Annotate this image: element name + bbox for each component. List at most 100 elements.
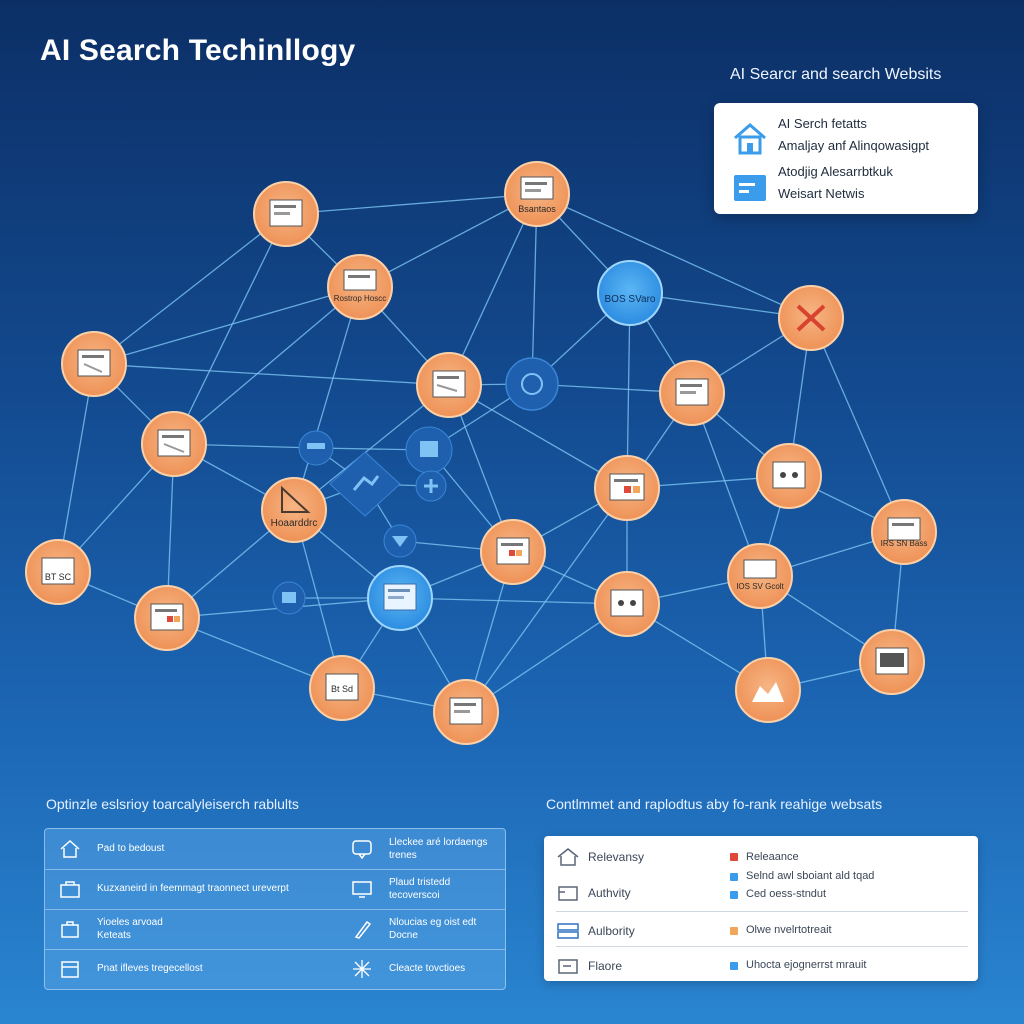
network-edge [285,193,538,215]
network-node [480,519,546,585]
document-icon [420,441,438,457]
feature-cell: Lleckee aré lordaengs trenes [335,829,505,869]
network-node [61,331,127,397]
feature-text: Keteats [97,930,131,941]
document-icon [772,461,806,489]
network-node [859,629,925,695]
hub-node [272,581,306,615]
hub-node [383,524,417,558]
network-node [416,352,482,418]
ranking-text: Uhocta ejognerrst mrauit [746,959,867,971]
house-outline-icon [557,848,579,866]
question-chat-icon [352,840,372,859]
network-node [141,411,207,477]
node-label: Rostrop Hoscc [334,294,386,303]
ranking-factors-card: Relevansy Releaance Selnd awl sboiant al… [544,836,978,981]
feature-text: Yioeles arvoad [97,917,163,928]
callout-line: Amaljay anf Alinqowasigpt [778,138,930,153]
pen-icon [354,920,372,939]
network-node: Bt Sd [309,655,375,721]
callout-row: AI Serch fetatts Amaljay anf Alinqowasig… [714,111,978,161]
feature-text: Plaud tristedd [389,877,451,888]
network-node: IOS SV Gcolt [727,543,793,609]
callout-line: Atodjig Alesarrbtkuk [778,164,893,179]
network-edge [93,213,287,365]
legend-dot [730,927,738,935]
network-edge [93,363,450,386]
network-node [659,360,725,426]
node-label: IOS SV Gcolt [736,582,784,591]
server-icon [557,923,579,939]
document-icon [743,559,777,579]
ranking-text: Olwe nvelrtotreait [746,924,832,936]
bag-icon [282,592,296,603]
network-edge [293,286,361,511]
gear-icon [521,373,543,395]
left-section-caption: Optinzle eslsrioy toarcalyleiserch rablu… [46,796,299,812]
document-icon [41,557,75,585]
network-edge [810,317,905,533]
ranking-text: Releaance [746,851,799,863]
network-edge [448,193,538,386]
network-node-highlight: BOS SVaro [597,260,663,326]
node-label: BT SC [45,572,72,582]
divider [556,946,968,947]
feature-grid: Pad to bedoust Lleckee aré lordaengs tre… [44,828,506,990]
feature-cell: Pnat ifleves tregecellost [45,949,335,989]
highlight-nodes: BOS SVaro [367,260,663,631]
callout-line: Weisart Netwis [778,186,865,201]
node-label: IRS SN Bass [881,539,928,548]
ranking-label: Flaore [588,959,623,973]
node-label: Hoaarddrc [271,518,318,529]
network-edge [173,213,287,445]
network-node [778,285,844,351]
document-icon [432,370,466,398]
legend-dot [730,853,738,861]
ranking-label: Relevansy [588,850,645,864]
network-node: IRS SN Bass [871,499,937,565]
feature-cell: Kuzxaneird in feemmagt traonnect ureverp… [45,869,335,909]
feature-text: Nloucias eg oist edt [389,917,477,928]
network-edge [57,363,95,573]
network-edge [536,193,812,319]
callout-caption: AI Searcr and search Websits [730,66,942,83]
ruler-icon [281,485,311,513]
hub-node [505,357,559,411]
feature-text: Kuzxaneird in feemmagt traonnect ureverp… [97,883,289,894]
calendar-icon [558,959,578,974]
network-nodes: Bsantaos Rostrop Hoscc Hoaarddrc [25,161,937,745]
hub-nodes [272,357,559,615]
document-icon [610,589,644,617]
callout-row: Atodjig Alesarrbtkuk Weisart Netwis [714,159,978,209]
feature-text: trenes [389,850,417,861]
right-section-caption: Contlmmet and raplodtus aby fo-rank reah… [546,796,883,812]
network-diagram: Bsantaos Rostrop Hoscc Hoaarddrc [25,161,937,745]
network-node: BT SC [25,539,91,605]
feature-cell: Pad to bedoust [45,829,335,869]
house-outline-icon [60,839,80,858]
document-icon [887,517,921,541]
network-node [134,585,200,651]
toolbox-icon [307,443,325,449]
callout-line: AI Serch fetatts [778,116,867,131]
ranking-text: Selnd awl sboiant ald tqad [746,870,875,882]
node-label: BOS SVaro [605,294,656,305]
feature-cell: Cleacte tovctioes [335,949,505,989]
node-label: Bsantaos [518,204,556,214]
legend-dot [730,891,738,899]
card-icon [734,175,766,201]
network-node [594,455,660,521]
network-edge [448,384,628,489]
hub-node [329,451,401,517]
toolbox-icon [60,881,80,898]
feature-cell: Plaud tristedd tecoverscoi [335,869,505,909]
hub-node [298,430,334,466]
bag-icon [61,921,79,938]
feature-cell: Yioeles arvoad Keteats [45,909,335,949]
feature-text: Docne [389,930,418,941]
hub-node [405,426,453,474]
network-node [756,443,822,509]
ranking-label: Authvity [588,886,631,900]
feature-row: Pnat ifleves tregecellost Cleacte tovcti… [45,949,505,989]
divider [556,911,968,912]
